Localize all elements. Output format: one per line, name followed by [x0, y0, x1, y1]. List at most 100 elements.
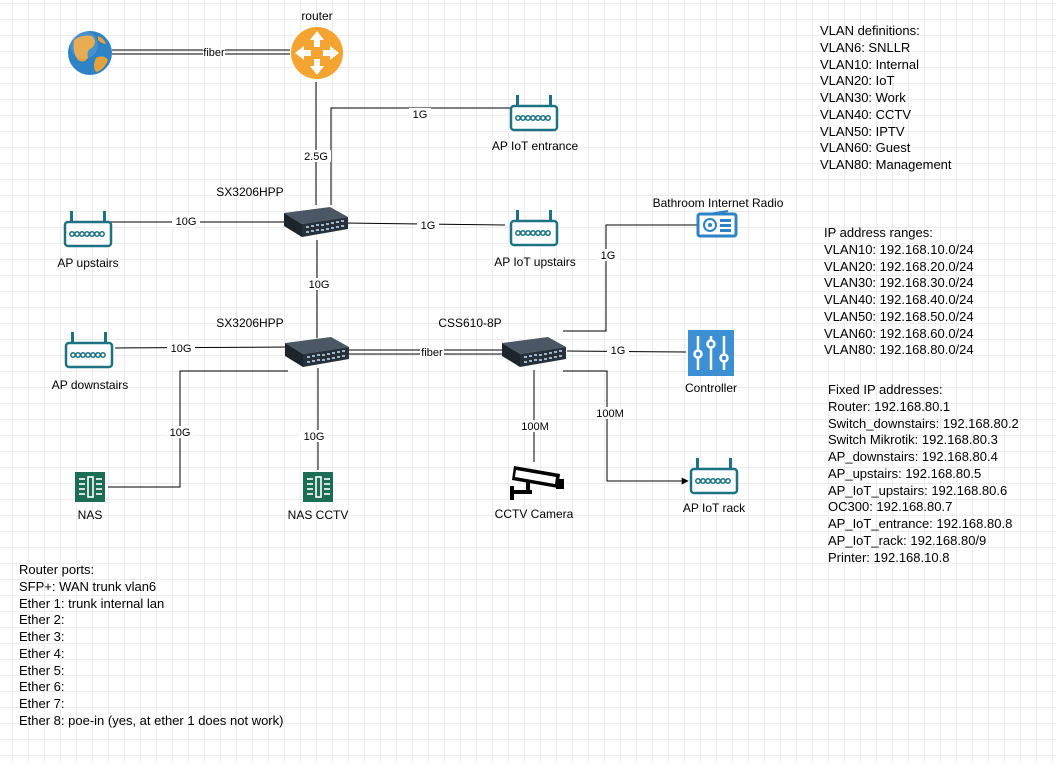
link-label-css-camera: 100M — [521, 421, 549, 433]
link-label-switch-mid-nas-cctv: 10G — [304, 431, 325, 443]
fixed-ip-line: Fixed IP addresses: — [828, 382, 943, 397]
link-switch-mid-nas[interactable] — [108, 370, 288, 488]
wifi-router-icon — [63, 209, 113, 248]
node-label-ap-upstairs: AP upstairs — [57, 256, 118, 270]
node-router[interactable]: router — [291, 9, 343, 79]
node-internet[interactable] — [68, 31, 112, 75]
node-controller[interactable]: Controller — [685, 330, 737, 395]
vlan-definitions: VLAN definitions: VLAN6: SNLLR VLAN10: I… — [820, 23, 952, 174]
switch-icon — [285, 337, 349, 367]
ip-range-line: VLAN10: 192.168.10.0/24 — [824, 241, 974, 257]
link-switch-top-iot-entrance[interactable] — [330, 107, 510, 205]
node-label-switch-top: SX3206HPP — [216, 185, 283, 199]
globe-icon — [68, 31, 112, 75]
node-cctv-camera[interactable]: CCTV Camera — [495, 466, 574, 521]
router-port-line: Ether 1: trunk internal lan — [19, 595, 165, 611]
node-label-ap-iot-entrance: AP IoT entrance — [492, 139, 579, 153]
wifi-router-icon — [64, 330, 114, 369]
vlan-definitions-line: VLAN20: IoT — [820, 73, 895, 89]
vlan-definitions-line: VLAN10: Internal — [820, 56, 920, 72]
node-switch-top[interactable]: SX3206HPP — [216, 185, 348, 237]
vlan-definitions-line: VLAN40: CCTV — [820, 106, 912, 122]
node-ap-iot-rack[interactable]: AP IoT rack — [683, 456, 746, 515]
wifi-router-icon — [509, 93, 559, 132]
link-labels: fiber 2.5G 1G 10G 1G 10G 10G fiber 1G 1G… — [166, 46, 629, 443]
link-label-switch-top-switch-mid: 10G — [309, 279, 330, 291]
node-label-ap-downstairs: AP downstairs — [52, 378, 128, 392]
nas-icon — [302, 471, 334, 503]
switch-icon — [502, 337, 566, 367]
fixed-ip-line: Switch_downstairs: 192.168.80.2 — [828, 415, 1019, 431]
nas-icon — [74, 471, 106, 503]
vlan-definitions-line: VLAN60: Guest — [820, 140, 911, 156]
link-label-switch-mid-nas: 10G — [170, 427, 191, 439]
cctv-camera-icon — [510, 466, 564, 500]
node-css-switch[interactable]: CSS610-8P — [438, 316, 566, 367]
link-label-css-controller: 1G — [611, 345, 626, 357]
link-label-ap-upstairs-switch-top: 10G — [176, 216, 197, 228]
wifi-router-icon — [689, 456, 739, 495]
fixed-ip-line: AP_downstairs: 192.168.80.4 — [828, 449, 998, 464]
router-port-line: SFP+: WAN trunk vlan6 — [19, 578, 157, 594]
node-ap-upstairs[interactable]: AP upstairs — [57, 209, 119, 270]
fixed-ip-line: AP_upstairs: 192.168.80.5 — [828, 465, 982, 481]
fixed-ip-line: OC300: 192.168.80.7 — [828, 499, 953, 515]
switch-icon — [284, 207, 348, 237]
vlan-definitions-line: VLAN6: SNLLR — [820, 39, 911, 55]
ip-range-line: VLAN80: 192.168.80.0/24 — [824, 342, 974, 358]
link-label-ap-downstairs-switch-mid: 10G — [171, 343, 192, 355]
router-port-line: Ether 8: poe-in (yes, at ether 1 does no… — [19, 712, 284, 728]
vlan-definitions-line: VLAN50: IPTV — [820, 123, 905, 139]
link-internet-router[interactable] — [112, 49, 290, 55]
node-label-css-switch: CSS610-8P — [438, 316, 501, 330]
link-css-iot-rack[interactable] — [563, 370, 689, 485]
node-label-router: router — [301, 9, 332, 23]
vlan-definitions-line: VLAN definitions: — [820, 23, 920, 38]
node-label-controller: Controller — [685, 381, 737, 395]
node-nas[interactable]: NAS — [74, 471, 106, 522]
wifi-router-icon — [509, 208, 559, 247]
router-port-line: Ether 7: — [19, 696, 65, 711]
radio-icon — [696, 210, 738, 238]
node-bathroom-radio[interactable]: Bathroom Internet Radio — [653, 196, 784, 238]
node-label-nas-cctv: NAS CCTV — [288, 508, 349, 522]
node-switch-mid[interactable]: SX3206HPP — [216, 316, 349, 367]
link-label-css-iot-rack: 100M — [596, 408, 624, 420]
sliders-icon — [688, 330, 734, 376]
router-ports: Router ports: SFP+: WAN trunk vlan6 Ethe… — [19, 562, 283, 730]
ip-range-line: VLAN60: 192.168.60.0/24 — [824, 325, 974, 341]
fixed-ip-line: AP_IoT_rack: 192.168.80/9 — [828, 532, 987, 548]
ip-range-line: VLAN50: 192.168.50.0/24 — [824, 308, 974, 324]
node-label-nas: NAS — [78, 508, 103, 522]
router-port-line: Ether 4: — [19, 645, 65, 661]
node-label-ap-iot-rack: AP IoT rack — [683, 501, 746, 515]
link-label-switch-top-iot-entrance: 1G — [413, 109, 428, 121]
node-nas-cctv[interactable]: NAS CCTV — [288, 471, 349, 522]
link-label-internet-router: fiber — [203, 47, 225, 59]
ip-range-line: VLAN40: 192.168.40.0/24 — [824, 292, 974, 307]
fixed-ip-addresses: Fixed IP addresses: Router: 192.168.80.1… — [828, 382, 1019, 566]
ip-range-line: VLAN20: 192.168.20.0/24 — [824, 258, 974, 274]
node-ap-iot-entrance[interactable]: AP IoT entrance — [492, 93, 579, 153]
vlan-definitions-line: VLAN80: Management — [820, 157, 952, 172]
node-label-ap-iot-upstairs: AP IoT upstairs — [494, 255, 576, 269]
link-ap-downstairs-switch-mid[interactable] — [114, 346, 289, 349]
fixed-ip-line: AP_IoT_upstairs: 192.168.80.6 — [828, 482, 1008, 498]
link-label-router-switch-top: 2.5G — [304, 151, 328, 163]
ip-address-ranges: IP address ranges: VLAN10: 192.168.10.0/… — [824, 225, 974, 359]
router-port-line: Ether 2: — [19, 612, 65, 628]
fixed-ip-line: Switch Mikrotik: 192.168.80.3 — [828, 432, 998, 448]
fixed-ip-line: Printer: 192.168.10.8 — [828, 549, 950, 565]
ip-range-line: IP address ranges: — [824, 225, 933, 240]
router-port-line: Ether 6: — [19, 679, 65, 695]
fixed-ip-line: Router: 192.168.80.1 — [828, 398, 951, 414]
link-label-css-radio: 1G — [601, 250, 616, 262]
node-ap-iot-upstairs[interactable]: AP IoT upstairs — [494, 208, 576, 269]
vlan-definitions-line: VLAN30: Work — [820, 90, 906, 105]
node-label-switch-mid: SX3206HPP — [216, 316, 283, 330]
link-css-radio[interactable] — [563, 224, 698, 332]
router-port-line: Ether 3: — [19, 629, 65, 644]
fixed-ip-line: AP_IoT_entrance: 192.168.80.8 — [828, 516, 1013, 531]
node-ap-downstairs[interactable]: AP downstairs — [52, 330, 128, 392]
